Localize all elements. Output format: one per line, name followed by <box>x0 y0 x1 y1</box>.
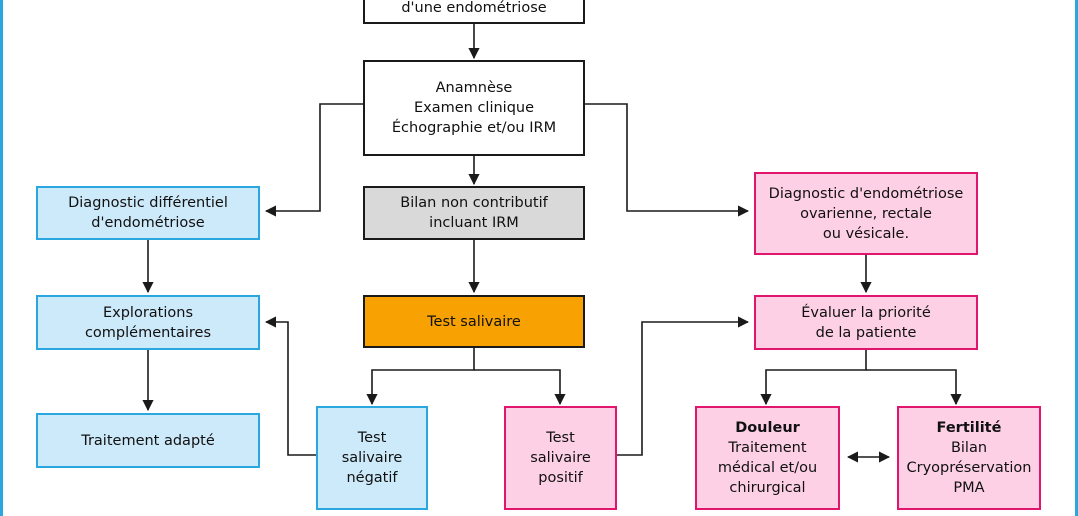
node-evaluer-line: Évaluer la priorité <box>801 304 931 321</box>
node-bilan-line: Bilan non contributif <box>400 195 548 211</box>
node-fertilite-title: Fertilité <box>936 420 1002 436</box>
node-diag-endo: Diagnostic d'endométriose ovarienne, rec… <box>754 172 978 255</box>
node-fertilite-line: PMA <box>953 480 985 496</box>
node-douleur-line: Traitement <box>728 440 807 456</box>
node-bilan-line: incluant IRM <box>429 215 519 231</box>
arrow-anamnese-to-diag-endo <box>584 103 750 217</box>
node-bilan: Bilan non contributif incluant IRM <box>363 186 585 240</box>
node-test-salivaire: Test salivaire <box>363 295 585 348</box>
node-traitement-adapte: Traitement adapté <box>36 413 260 468</box>
node-suspicion: d'une endométriose <box>363 0 585 24</box>
node-test-pos-line: salivaire <box>530 450 591 466</box>
node-test-pos-line: positif <box>538 470 583 486</box>
node-test-pos-line: Test <box>546 430 575 446</box>
arrow-evaluer-to-douleur <box>760 350 867 406</box>
node-anamnese-line: Anamnèse <box>435 80 513 96</box>
arrow-test-pos-to-evaluer <box>617 316 750 456</box>
node-explorations-line: complémentaires <box>84 324 212 341</box>
node-anamnese-line: Examen clinique <box>413 100 535 116</box>
node-douleur-line: chirurgical <box>729 480 806 496</box>
arrow-anamnese-to-diag-diff <box>264 103 363 217</box>
arrow-test-to-test-pos <box>474 369 566 406</box>
node-explorations-line: Explorations <box>102 304 194 321</box>
node-test-negatif: Test salivaire négatif <box>316 406 428 510</box>
node-anamnese-line: Échographie et/ou IRM <box>391 120 557 136</box>
arrow-test-to-test-neg <box>366 348 475 406</box>
node-evaluer: Évaluer la priorité de la patiente <box>754 295 978 350</box>
node-anamnese: Anamnèse Examen clinique Échographie et/… <box>363 60 585 156</box>
node-evaluer-line: de la patiente <box>815 324 917 341</box>
node-suspicion-line: d'une endométriose <box>401 0 547 16</box>
node-test-neg-line: négatif <box>346 470 398 486</box>
node-douleur-line: médical et/ou <box>717 460 818 476</box>
node-test-neg-line: salivaire <box>341 450 403 466</box>
node-diag-endo-line: ou vésicale. <box>822 225 910 242</box>
node-douleur: Douleur Traitement médical et/ou chirurg… <box>695 406 840 510</box>
node-fertilite-line: Cryopréservation <box>906 460 1032 476</box>
node-fertilite: Fertilité Bilan Cryopréservation PMA <box>897 406 1041 510</box>
arrow-evaluer-to-fertilite <box>866 369 962 406</box>
node-test-salivaire-line: Test salivaire <box>427 313 521 330</box>
node-test-positif: Test salivaire positif <box>504 406 617 510</box>
node-diag-endo-line: Diagnostic d'endométriose <box>768 185 964 202</box>
node-diag-endo-line: ovarienne, rectale <box>800 205 932 222</box>
node-diag-diff-line: Diagnostic différentiel <box>68 195 228 211</box>
node-douleur-title: Douleur <box>735 420 800 436</box>
node-diag-diff: Diagnostic différentiel d'endométriose <box>36 186 260 240</box>
node-explorations: Explorations complémentaires <box>36 295 260 350</box>
arrow-test-neg-to-explorations <box>264 316 316 456</box>
node-fertilite-line: Bilan <box>950 440 988 456</box>
node-test-neg-line: Test <box>357 430 387 446</box>
node-diag-diff-line: d'endométriose <box>91 215 205 231</box>
node-traitement-line: Traitement adapté <box>81 432 215 449</box>
